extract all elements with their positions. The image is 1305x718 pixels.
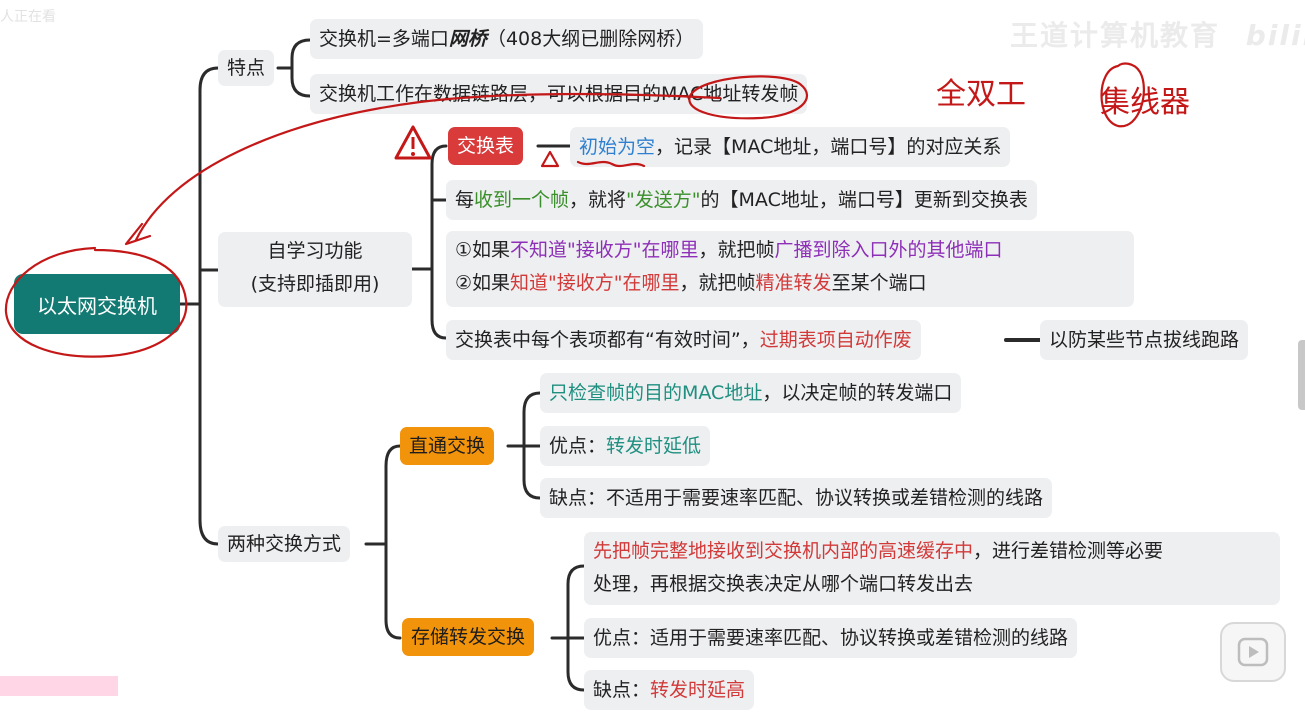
store-forward-label: 存储转发交换 xyxy=(411,626,526,648)
self-learning-item-1-text: 初始为空，记录【MAC地址，端口号】的对应关系 xyxy=(579,136,1001,158)
text-run: "发送方" xyxy=(626,189,701,211)
root-label: 以太网交换机 xyxy=(37,293,157,318)
features-node: 特点 xyxy=(218,50,275,86)
text-run: 交换机=多端口 xyxy=(319,28,449,50)
text-run: 缺点：不适用于需要速率匹配、协议转换或差错检测的线路 xyxy=(549,487,1044,509)
text-run: 优点： xyxy=(549,435,607,457)
delta-annotation xyxy=(540,150,560,168)
handwriting-hub: 集线器 xyxy=(1100,85,1190,120)
self-learning-item-3: ①如果不知道"接收方"在哪里，就把帧广播到除入口外的其他端口 ②如果知道"接收方… xyxy=(446,231,1134,307)
self-learning-label: 自学习功能 xyxy=(267,240,363,262)
text-run: 交换机工作在数据链路层，可以根据目的MAC地址转发帧 xyxy=(319,83,799,105)
cut-through-item-1-text: 只检查帧的目的MAC地址，以决定帧的转发端口 xyxy=(549,382,952,404)
text-run: ，就将 xyxy=(569,189,627,211)
switching-modes-label: 两种交换方式 xyxy=(227,533,342,555)
arrowhead-annotation xyxy=(124,222,152,246)
store-forward-item-1: 先把帧完整地接收到交换机内部的高速缓存中，进行差错检测等必要 处理，再根据交换表… xyxy=(584,532,1280,605)
cut-through-item-2-text: 优点：转发时延低 xyxy=(549,435,701,457)
brand-watermark-text: 王道计算机教育 xyxy=(1010,19,1221,52)
brand-watermark: 王道计算机教育 bilibili xyxy=(1010,14,1305,54)
self-learning-sublabel: (支持即插即用) xyxy=(250,273,380,295)
text-run: 过期表项自动作废 xyxy=(759,329,912,351)
text-run: 网桥 xyxy=(448,28,487,50)
progress-highlight xyxy=(0,676,118,696)
self-learning-item-3-line1: ①如果不知道"接收方"在哪里，就把帧广播到除入口外的其他端口 xyxy=(455,234,1125,267)
text-run: 每 xyxy=(455,189,475,211)
viewer-count-text: 人正在看 xyxy=(0,9,56,25)
text-run: 转发时延低 xyxy=(606,435,702,457)
text-run: 广播到除入口外的其他端口 xyxy=(774,239,1003,261)
self-learning-item-4-text: 交换表中每个表项都有“有效时间”，过期表项自动作废 xyxy=(455,329,912,351)
text-run: ，就把帧 xyxy=(698,239,775,261)
text-run: ②如果 xyxy=(455,272,511,294)
store-forward-item-1-line1: 先把帧完整地接收到交换机内部的高速缓存中，进行差错检测等必要 xyxy=(593,535,1271,568)
text-run: ①如果 xyxy=(455,239,511,261)
text-run: ，进行差错检测等必要 xyxy=(973,540,1164,562)
cut-through-item-3-text: 缺点：不适用于需要速率匹配、协议转换或差错检测的线路 xyxy=(549,487,1043,509)
self-learning-item-2-text: 每收到一个帧，就将"发送方"的【MAC地址，端口号】更新到交换表 xyxy=(455,189,1028,211)
handwriting-full-duplex: 全双工 xyxy=(936,77,1026,112)
feature-item-2: 交换机工作在数据链路层，可以根据目的MAC地址转发帧 xyxy=(310,74,808,114)
store-forward-item-1-line2: 处理，再根据交换表决定从哪个端口转发出去 xyxy=(593,568,1271,601)
bilibili-logo: bilibili xyxy=(1245,19,1305,52)
connector-store-forward xyxy=(550,564,586,692)
connector-trunk xyxy=(198,66,220,546)
root-node: 以太网交换机 xyxy=(14,274,180,334)
text-run: 处理，再根据交换表决定从哪个端口转发出去 xyxy=(593,573,974,595)
expiry-note-node: 以防某些节点拔线跑路 xyxy=(1040,320,1249,360)
store-forward-item-2: 优点：适用于需要速率匹配、协议转换或差错检测的线路 xyxy=(584,618,1078,658)
store-forward-item-3: 缺点：转发时延高 xyxy=(584,670,755,710)
text-run: 知道"接收方"在哪里 xyxy=(510,272,680,294)
text-run: （408大纲已删除网桥） xyxy=(486,28,695,50)
text-run: 先把帧完整地接收到交换机内部的高速缓存中 xyxy=(593,540,974,562)
feature-item-1-text: 交换机=多端口网桥（408大纲已删除网桥） xyxy=(319,28,694,50)
text-run: ，记录【MAC地址，端口号】的对应关系 xyxy=(655,136,1002,158)
text-run: 精准转发 xyxy=(755,272,832,294)
text-run: 不知道"接收方"在哪里 xyxy=(510,239,699,261)
feature-item-2-text: 交换机工作在数据链路层，可以根据目的MAC地址转发帧 xyxy=(319,83,798,105)
self-learning-item-3-line2: ②如果知道"接收方"在哪里，就把帧精准转发至某个端口 xyxy=(455,267,1125,300)
play-button[interactable] xyxy=(1220,622,1286,682)
warning-triangle-icon xyxy=(394,125,432,160)
text-run: 缺点： xyxy=(593,679,651,701)
text-run: 转发时延高 xyxy=(650,679,746,701)
cut-through-item-2: 优点：转发时延低 xyxy=(540,426,711,466)
store-forward-item-3-text: 缺点：转发时延高 xyxy=(593,679,745,701)
text-run: ，以决定帧的转发端口 xyxy=(762,382,953,404)
text-run: 交换表中每个表项都有“有效时间”， xyxy=(455,329,760,351)
self-learning-item-4: 交换表中每个表项都有“有效时间”，过期表项自动作废 xyxy=(446,320,921,360)
text-run: 初始为空 xyxy=(579,136,656,158)
connector-switching-modes xyxy=(364,444,402,640)
connector-cut-through xyxy=(506,391,542,500)
side-panel-handle[interactable] xyxy=(1298,340,1305,410)
text-run: 的【MAC地址，端口号】更新到交换表 xyxy=(700,189,1028,211)
text-run: 优点：适用于需要速率匹配、协议转换或差错检测的线路 xyxy=(593,627,1069,649)
feature-item-1: 交换机=多端口网桥（408大纲已删除网桥） xyxy=(310,19,704,59)
play-icon xyxy=(1237,637,1269,667)
text-run: 至某个端口 xyxy=(831,272,927,294)
features-label: 特点 xyxy=(227,57,266,79)
cut-through-item-3: 缺点：不适用于需要速率匹配、协议转换或差错检测的线路 xyxy=(540,478,1053,518)
cut-through-item-1: 只检查帧的目的MAC地址，以决定帧的转发端口 xyxy=(540,373,962,413)
hub-circle-annotation xyxy=(1100,62,1145,128)
text-run: 收到一个帧 xyxy=(474,189,570,211)
store-forward-tag: 存储转发交换 xyxy=(402,618,535,656)
switch-table-tag: 交换表 xyxy=(448,127,524,165)
self-learning-node: 自学习功能 (支持即插即用) xyxy=(218,232,412,307)
cut-through-label: 直通交换 xyxy=(409,435,486,457)
self-learning-item-1: 初始为空，记录【MAC地址，端口号】的对应关系 xyxy=(570,127,1011,167)
text-run: 只检查帧的目的MAC地址 xyxy=(549,382,763,404)
connector-features xyxy=(276,38,312,98)
self-learning-item-2: 每收到一个帧，就将"发送方"的【MAC地址，端口号】更新到交换表 xyxy=(446,180,1037,220)
switching-modes-node: 两种交换方式 xyxy=(218,526,351,562)
store-forward-item-2-text: 优点：适用于需要速率匹配、协议转换或差错检测的线路 xyxy=(593,627,1068,649)
expiry-note-text: 以防某些节点拔线跑路 xyxy=(1049,329,1240,351)
cut-through-tag: 直通交换 xyxy=(400,427,495,465)
connector-self-learning-children xyxy=(410,144,448,340)
text-run: ，就把帧 xyxy=(679,272,756,294)
switch-table-tag-label: 交换表 xyxy=(457,135,515,157)
